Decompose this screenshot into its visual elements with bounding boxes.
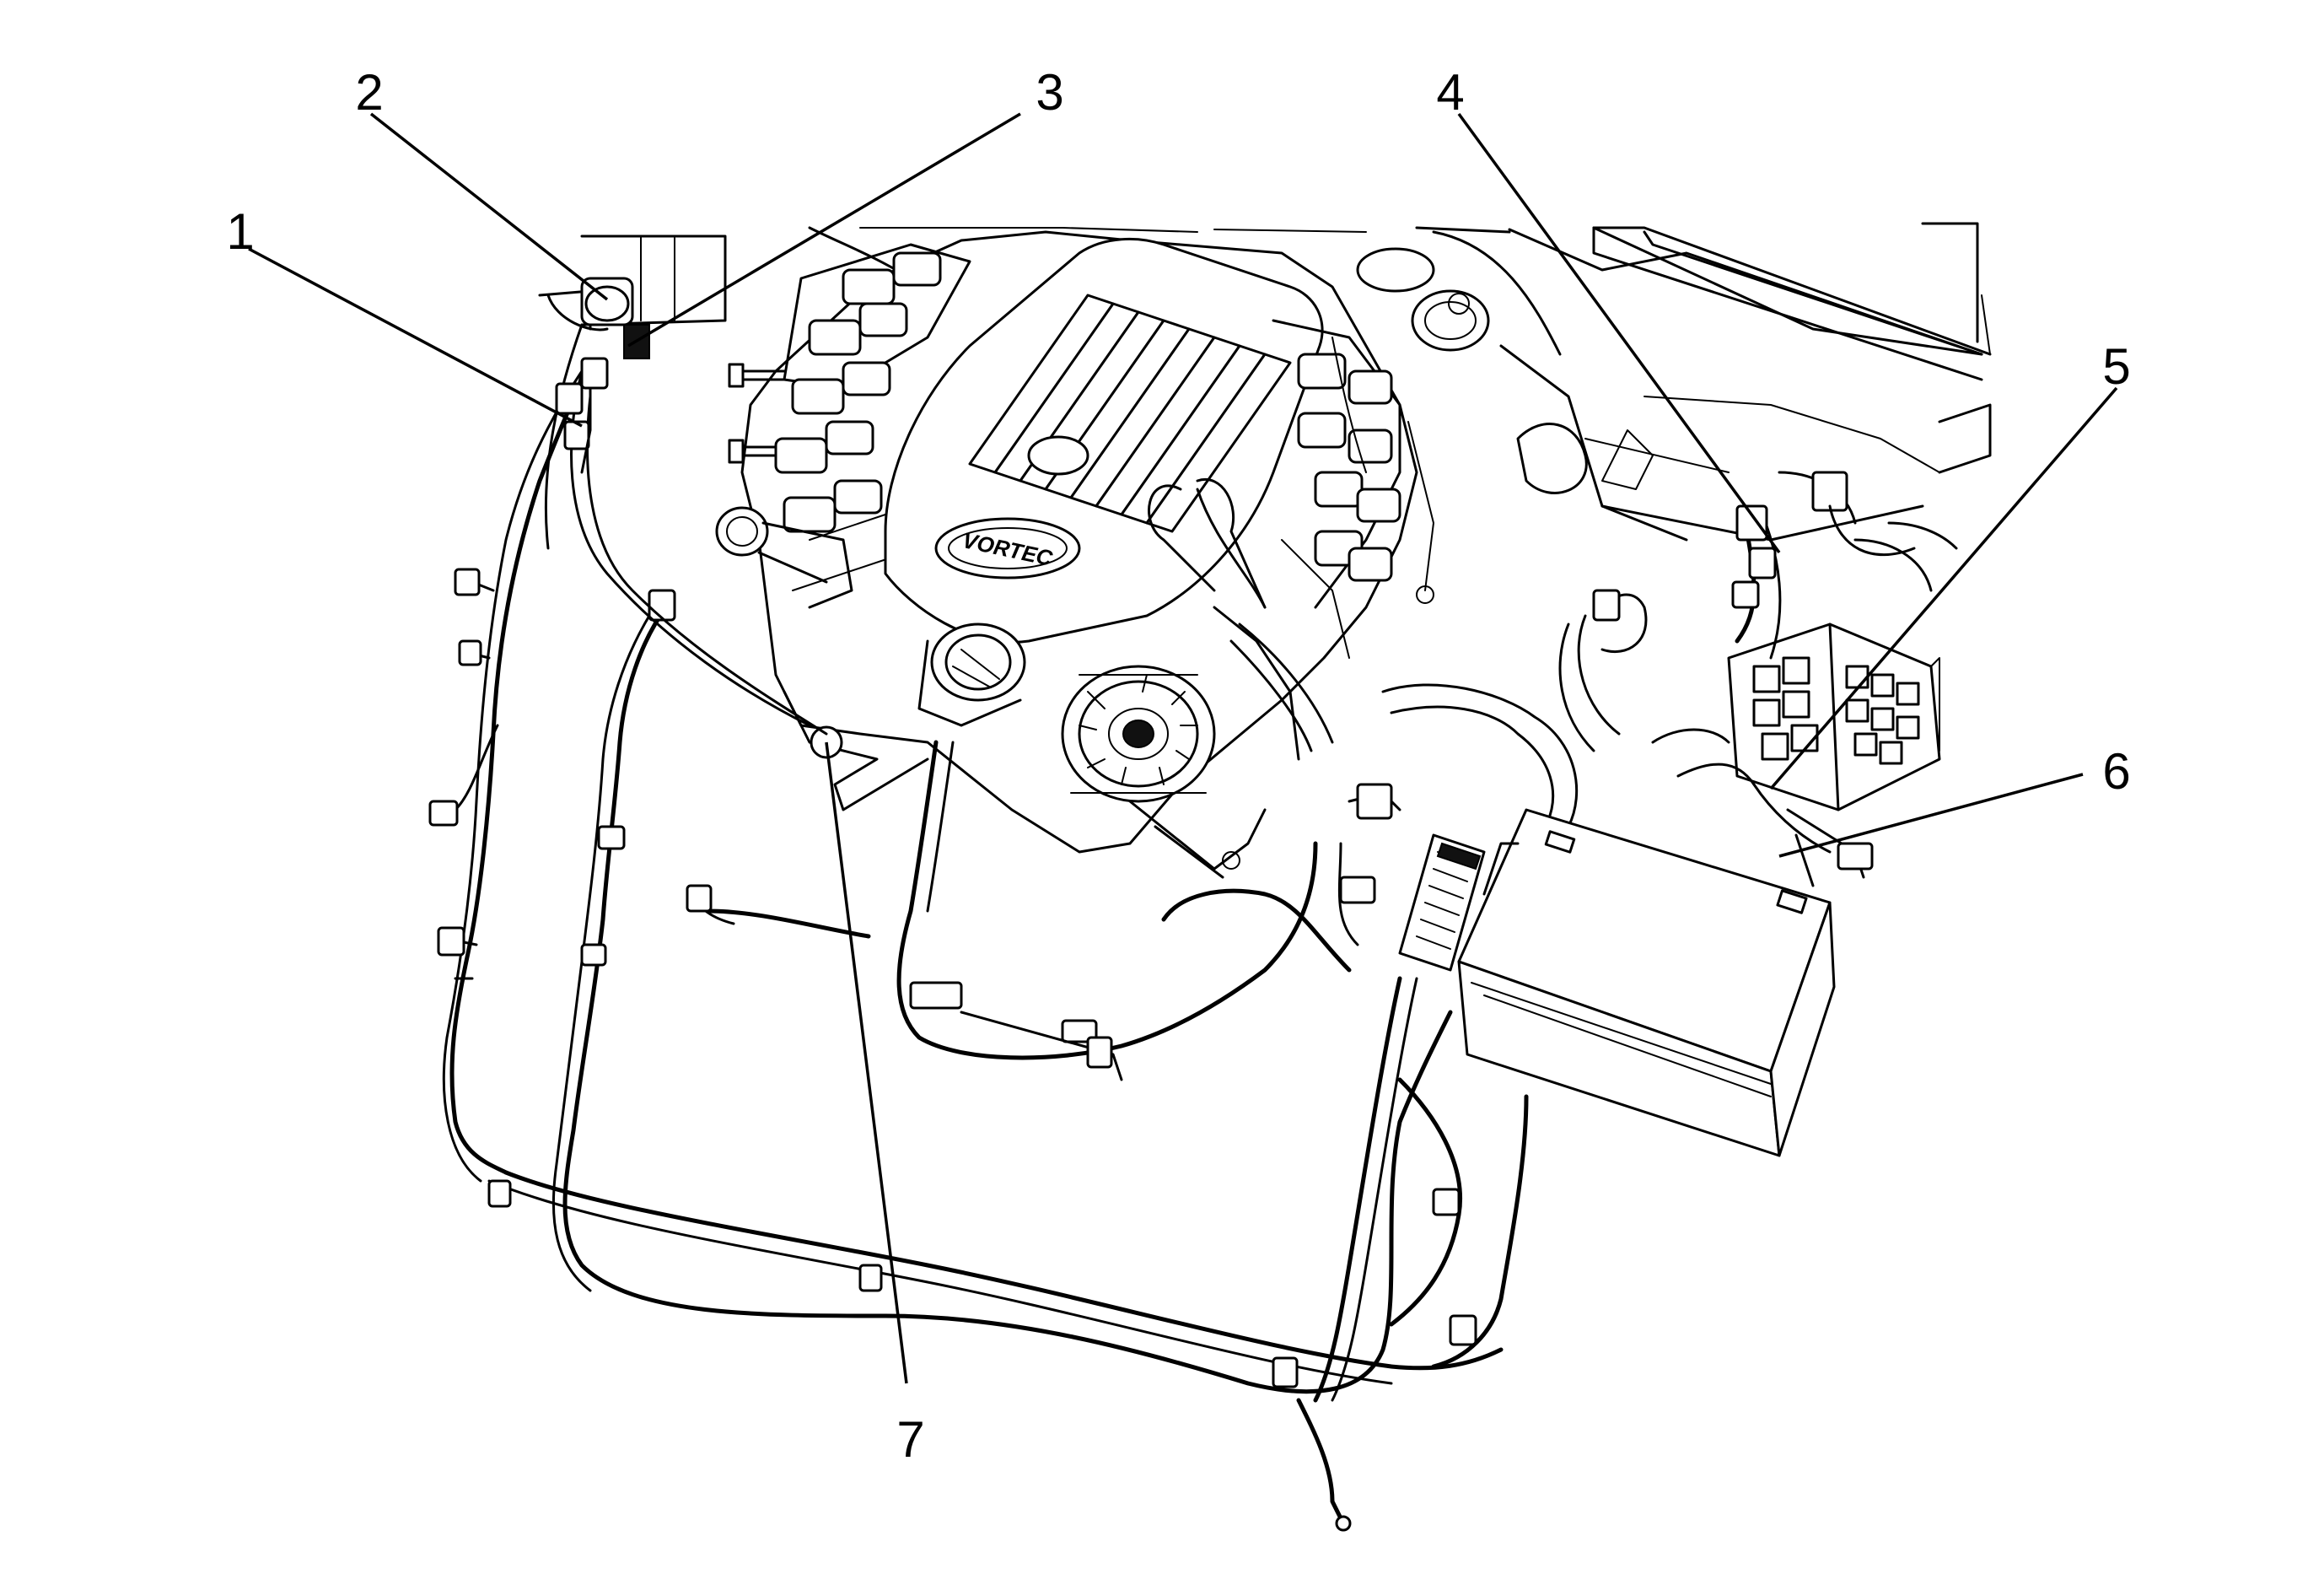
engine-assembly: VORTEC xyxy=(715,230,1579,879)
callout-3: 3 xyxy=(1036,64,1063,121)
engine-cover: VORTEC xyxy=(884,238,1324,644)
coolant-hoses xyxy=(1148,477,1579,828)
callout-1: 1 xyxy=(226,203,254,260)
callout-labels: 1 2 3 4 5 6 7 xyxy=(226,64,2130,1468)
intake-pipe xyxy=(715,506,853,609)
fuse-block-harness xyxy=(1558,471,1958,887)
battery xyxy=(1457,808,1836,1157)
callout-2: 2 xyxy=(355,64,383,121)
alternator xyxy=(1061,665,1216,803)
callout-5: 5 xyxy=(2102,338,2130,395)
callout-6: 6 xyxy=(2102,743,2130,800)
callout-7: 7 xyxy=(896,1411,924,1468)
top-left-connectors xyxy=(546,277,650,474)
throttle-body xyxy=(917,623,1026,727)
cover-fins xyxy=(968,294,1292,533)
left-coil-bank xyxy=(728,243,971,591)
callout-4: 4 xyxy=(1436,64,1464,121)
engine-control-module xyxy=(1398,833,1486,972)
right-coil-bank xyxy=(1272,319,1434,609)
callout-leaders xyxy=(248,112,2118,1384)
